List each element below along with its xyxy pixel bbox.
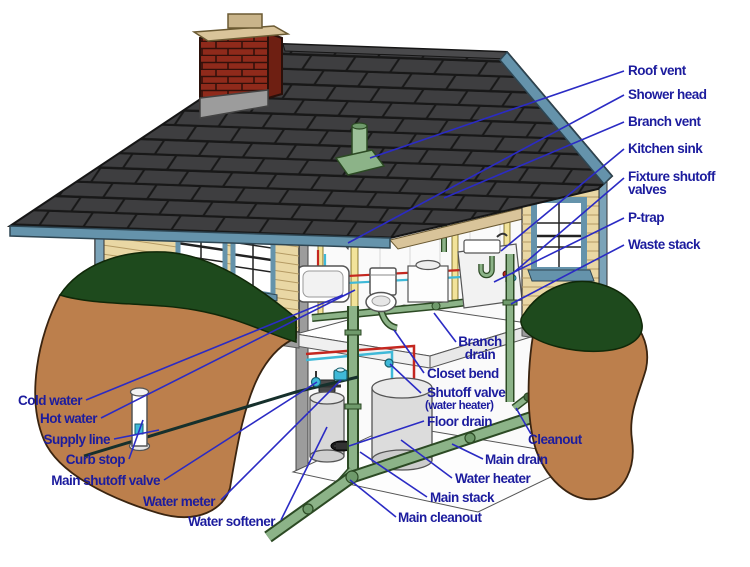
callout-water-softener (280, 426, 328, 521)
kitchen-sink (463, 239, 501, 254)
label-water-heater: Water heater (455, 471, 532, 486)
label-roof-vent: Roof vent (628, 63, 687, 78)
callout-floor-drain (348, 420, 425, 447)
callout-kitchen-sink (500, 148, 625, 252)
ground-left (34, 251, 297, 518)
callout-shower-head (347, 94, 625, 244)
label-fixture-shutoff-valves-1: Fixture shutoff (628, 169, 716, 184)
callout-branch-drain (433, 312, 457, 343)
label-supply-line: Supply line (43, 432, 111, 447)
label-hot-water: Hot water (40, 411, 98, 426)
callout-cold-water (85, 294, 344, 401)
label-curb-stop: Curb stop (66, 452, 125, 467)
curb-stop (128, 387, 151, 452)
callout-lines (85, 70, 625, 521)
callout-cleanout (515, 407, 532, 435)
vanity-sink (407, 259, 449, 303)
grass-right (520, 280, 643, 353)
label-water-meter: Water meter (143, 494, 216, 509)
supply-line-pipe (83, 375, 359, 458)
label-kitchen-sink: Kitchen sink (628, 141, 703, 156)
label-fixture-shutoff-valves-2: valves (628, 182, 666, 197)
label-main-drain: Main drain (485, 452, 548, 467)
callout-branch-vent (443, 121, 625, 199)
label-closet-bend: Closet bend (427, 366, 499, 381)
callout-fixture-shutoff-valves (511, 177, 625, 275)
callout-closet-bend (393, 329, 425, 374)
label-waste-stack: Waste stack (628, 237, 701, 252)
label-branch-drain-1: Branch (458, 334, 502, 349)
label-floor-drain: Floor drain (427, 414, 492, 429)
faucet-icon (496, 232, 508, 238)
label-main-shutoff-valve: Main shutoff valve (51, 473, 161, 488)
callout-main-drain (451, 443, 484, 460)
callout-main-cleanout (349, 479, 397, 518)
main-stack-pipe (344, 306, 362, 478)
label-cold-water: Cold water (18, 393, 83, 408)
callout-main-shutoff-valve (163, 381, 318, 481)
callout-supply-line (113, 429, 160, 440)
right-rake-board (499, 50, 614, 186)
label-cleanout: Cleanout (528, 432, 583, 447)
roof-vent (334, 122, 386, 176)
callout-hot-water (100, 289, 356, 419)
bathtub (296, 265, 350, 303)
label-shutoff-valve-water-heater-1: Shutoff valve (427, 385, 506, 400)
grass-left (58, 251, 297, 343)
label-main-cleanout: Main cleanout (398, 510, 483, 525)
callout-p-trap (493, 217, 625, 283)
roof (6, 42, 614, 249)
chimney (191, 13, 291, 119)
callout-roof-vent (369, 70, 625, 159)
toilet (365, 267, 397, 313)
label-main-stack: Main stack (430, 490, 495, 505)
callout-water-meter (220, 379, 342, 501)
callout-curb-stop (128, 419, 144, 460)
ground-right (520, 280, 648, 501)
water-meter (333, 367, 348, 381)
labels: Roof vent Shower head Branch vent Kitche… (18, 63, 717, 529)
label-branch-vent: Branch vent (628, 114, 702, 129)
label-p-trap: P-trap (628, 210, 664, 225)
label-shutoff-valve-water-heater-2: (water heater) (425, 400, 494, 412)
callout-water-heater (400, 439, 453, 479)
waste-stack-pipe (502, 254, 518, 402)
callout-main-stack (359, 451, 428, 498)
label-shower-head: Shower head (628, 87, 707, 102)
eave-fascia (9, 225, 391, 249)
callout-waste-stack (510, 244, 625, 305)
main-drain-pipe (264, 401, 563, 543)
label-branch-drain-2: drain (465, 347, 496, 362)
label-water-softener: Water softener (188, 514, 276, 529)
callout-shutoff-valve-water-heater (389, 363, 422, 394)
